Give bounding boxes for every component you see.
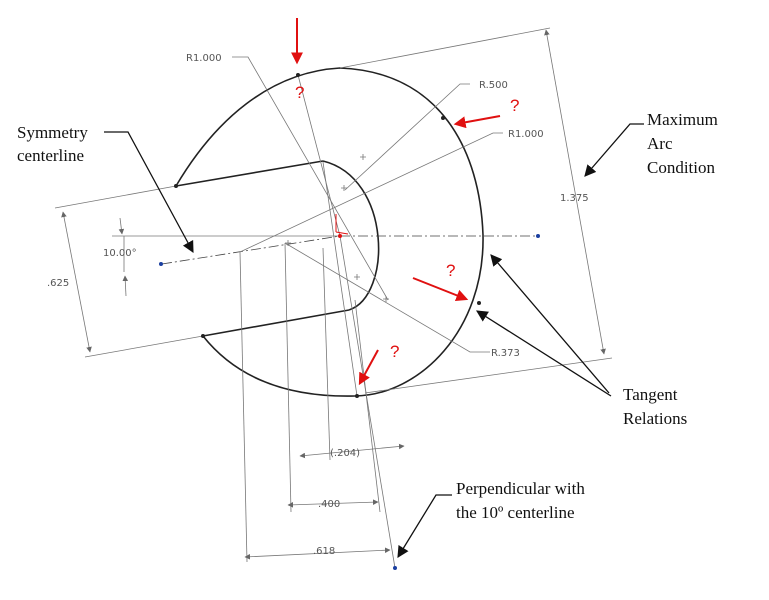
point-perpendicular <box>393 566 397 570</box>
callout-tangent-line2: Relations <box>623 409 687 428</box>
question-mark-top: ? <box>295 83 304 102</box>
point-arc-right-lower <box>477 301 481 305</box>
dim-625-line <box>61 211 92 353</box>
radial-line-top <box>297 74 341 237</box>
sketch-points <box>159 73 540 570</box>
radial-line-bottom <box>322 161 358 397</box>
dim-r1000-top-label: R1.000 <box>186 53 222 64</box>
dim-1375-label: 1.375 <box>560 193 589 204</box>
dim-618-label: .618 <box>313 546 335 557</box>
dim-1375-ext-top <box>339 27 551 69</box>
ext-line-right-b <box>339 235 396 569</box>
question-mark-right-lower: ? <box>446 261 455 280</box>
r1000-right-leader <box>239 132 503 253</box>
dim-625-label: .625 <box>47 278 69 289</box>
upper-jaw-line <box>175 160 324 187</box>
point-arc-top <box>296 73 300 77</box>
point-jaw-lower <box>201 334 205 338</box>
question-mark-right-upper: ? <box>510 96 519 115</box>
red-arrow-right-upper <box>453 115 501 129</box>
point-symmetry-start <box>159 262 163 266</box>
callout-perp-line2: the 10º centerline <box>456 503 575 522</box>
ext-line-400-left <box>284 242 292 513</box>
angle-dim-arrow-bottom <box>122 275 129 297</box>
ext-line-204-left <box>322 247 331 461</box>
angled-symmetry-centerline <box>161 235 341 265</box>
r500-leader <box>344 83 470 191</box>
leader-tangent-lower <box>476 310 612 397</box>
leader-tangent-upper <box>490 254 610 394</box>
dim-1375-line <box>544 29 606 355</box>
sketch-geometry <box>175 67 484 397</box>
center-mark-2 <box>341 185 347 191</box>
point-centerline-end <box>536 234 540 238</box>
point-origin <box>338 234 342 238</box>
dim-400-label: .400 <box>318 499 340 510</box>
callout-perp-line1: Perpendicular with <box>456 479 585 498</box>
callout-labels: Symmetry centerline Maximum Arc Conditio… <box>17 110 718 522</box>
callout-max-arc-line2: Arc <box>647 134 673 153</box>
lower-jaw-line <box>202 309 350 337</box>
outer-profile-arc <box>175 67 484 397</box>
callout-tangent-line1: Tangent <box>623 385 678 404</box>
center-mark-3 <box>285 240 291 246</box>
point-arc-bottom <box>355 394 359 398</box>
red-arrow-right-lower <box>412 277 469 302</box>
red-annotations: ? ? ? ? <box>291 18 519 386</box>
dim-625-ext-bottom <box>84 335 204 358</box>
dim-angle-label: 10.00° <box>103 248 137 259</box>
r1000-top-leader <box>232 56 389 301</box>
dim-r1000-right-label: R1.000 <box>508 129 544 140</box>
callout-symmetry-line2: centerline <box>17 146 84 165</box>
red-arrow-bottom <box>358 349 379 386</box>
center-mark-4 <box>354 274 360 280</box>
question-mark-bottom: ? <box>390 342 399 361</box>
leader-symmetry <box>104 131 194 254</box>
construction-lines <box>54 27 613 569</box>
dimension-labels: R1.000 R.500 R1.000 1.375 10.00° .625 R.… <box>47 53 589 557</box>
leader-max-arc <box>584 123 644 177</box>
dim-1375-ext-bottom <box>364 357 613 394</box>
dim-204-line <box>299 443 405 459</box>
center-mark-5 <box>383 296 389 302</box>
ext-line-right-a <box>354 299 381 513</box>
dim-618-line <box>244 547 391 560</box>
point-jaw-upper <box>174 184 178 188</box>
inner-jaw-arc <box>322 160 380 311</box>
r373-leader <box>284 242 490 353</box>
dim-r500-label: R.500 <box>479 80 508 91</box>
point-arc-right-upper <box>441 116 445 120</box>
leader-perpendicular <box>397 494 452 558</box>
center-mark-1 <box>360 154 366 160</box>
angle-dim-arrow-top <box>118 217 125 235</box>
ext-line-618-left <box>239 251 248 563</box>
dim-625-ext-top <box>54 185 177 209</box>
origin-relation-mark <box>335 214 349 235</box>
callout-max-arc-line1: Maximum <box>647 110 718 129</box>
centerlines <box>112 235 538 265</box>
callout-leaders <box>104 123 644 558</box>
dim-204-label: (.204) <box>330 448 360 459</box>
dim-400-line <box>287 499 379 508</box>
dim-r373-label: R.373 <box>491 348 520 359</box>
callout-symmetry-line1: Symmetry <box>17 123 88 142</box>
callout-max-arc-line3: Condition <box>647 158 716 177</box>
